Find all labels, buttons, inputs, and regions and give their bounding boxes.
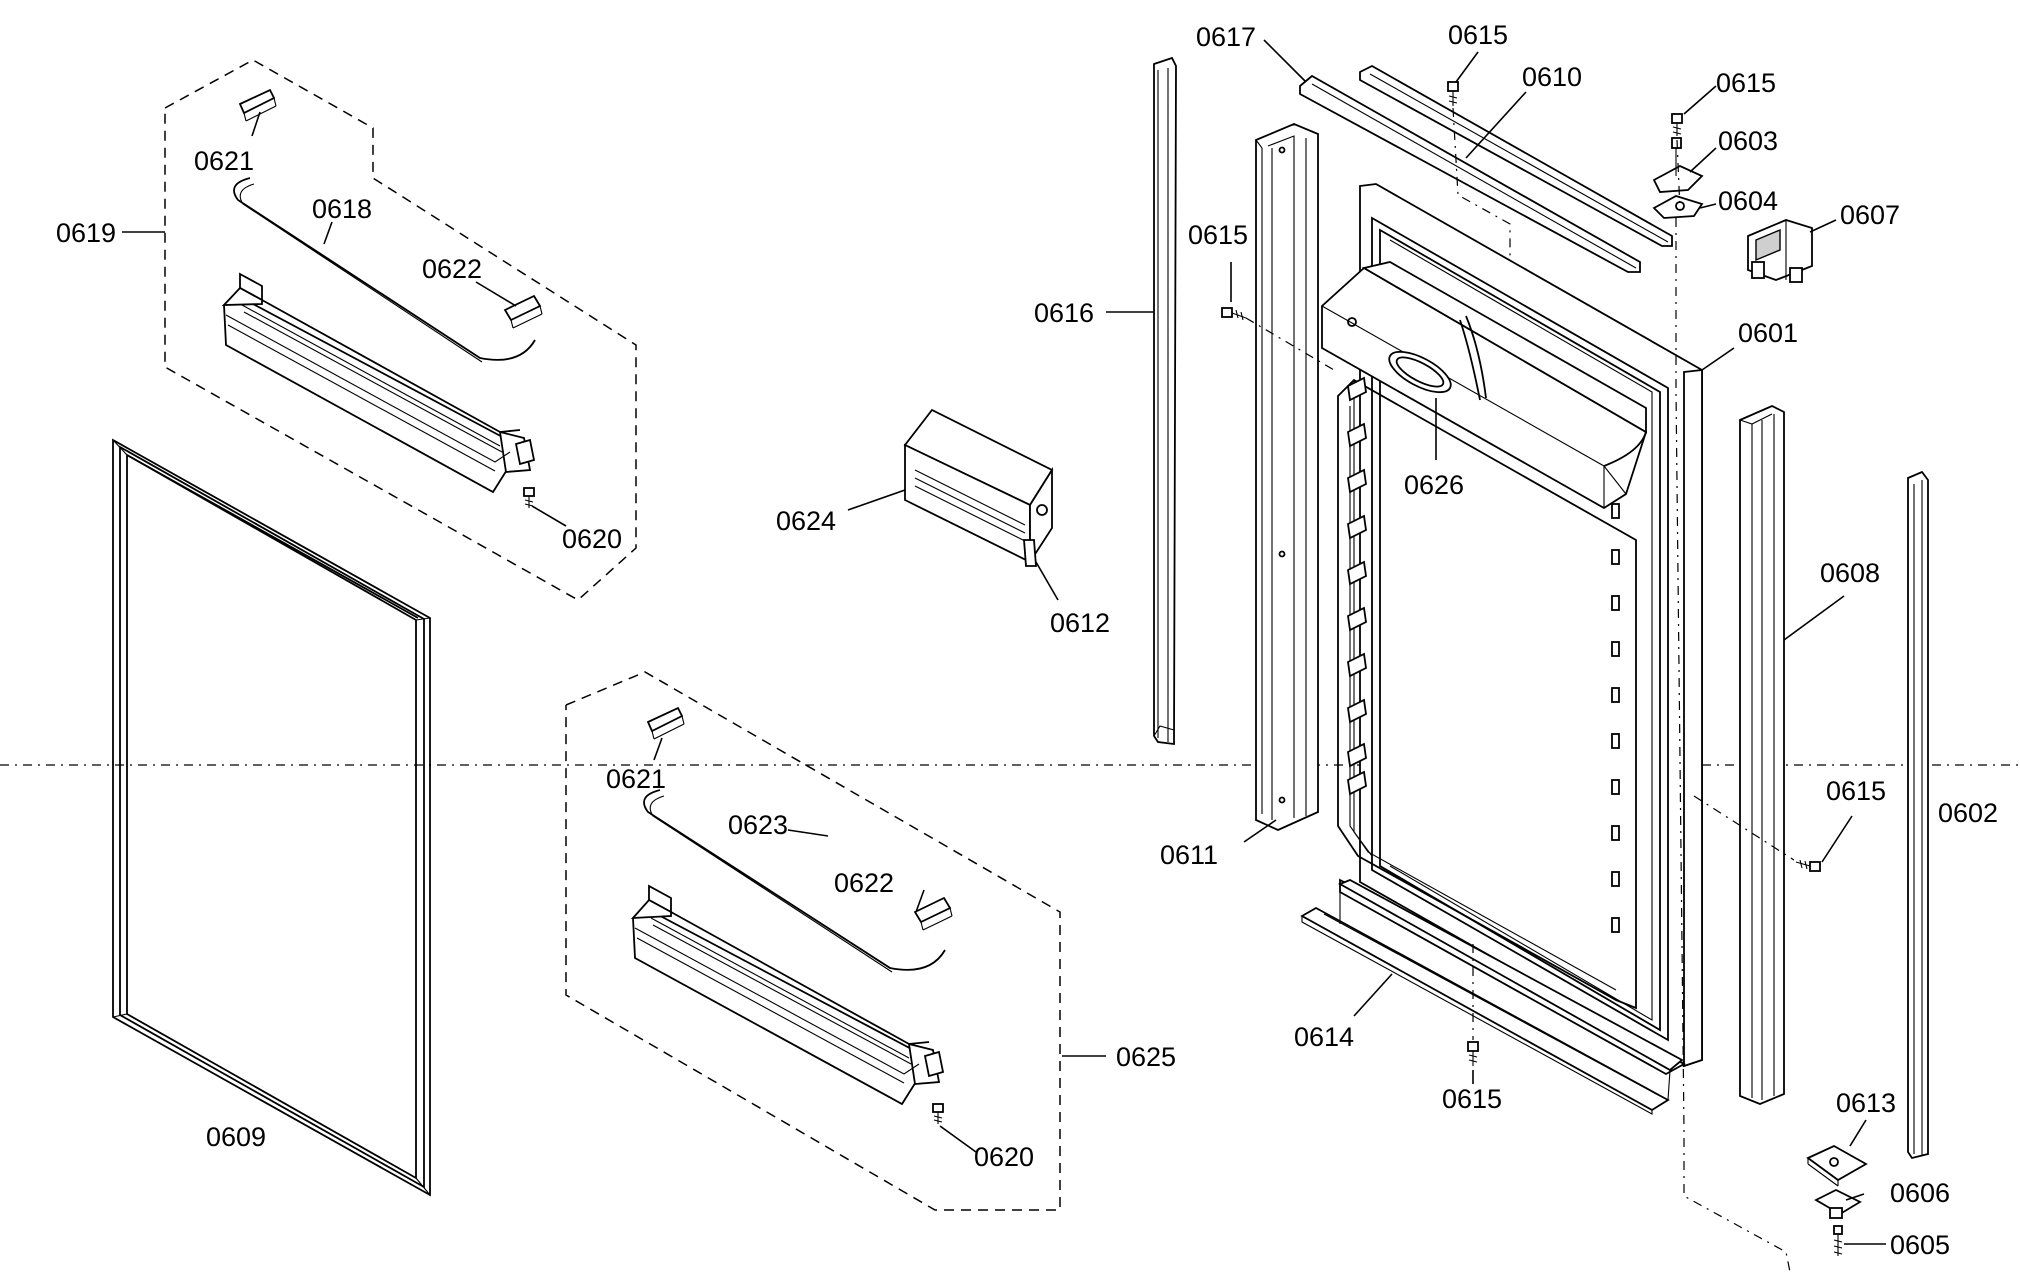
label-0613: 0613 [1836,1088,1896,1118]
screw-0615-left [1221,307,1247,321]
handle-0624 [903,408,1054,567]
label-0602: 0602 [1938,798,1998,828]
upper-shelf-group [164,59,637,601]
label-0611: 0611 [1160,840,1218,870]
label-0607: 0607 [1840,200,1900,230]
screw-0615-right [1795,859,1821,872]
screw-0620-lower [932,1103,944,1124]
hinge-cover-0607 [1747,219,1813,283]
screw-0605 [1833,1225,1843,1256]
label-0622-upper: 0622 [422,254,482,284]
label-0606: 0606 [1890,1178,1950,1208]
label-0621-lower: 0621 [606,764,666,794]
leader-lines [122,39,1886,1245]
clip-0621-lower [646,706,685,740]
label-0618: 0618 [312,194,372,224]
clip-0621-upper [238,88,277,122]
lower-shelf-group [565,671,1061,1211]
label-0603: 0603 [1718,126,1778,156]
label-0626: 0626 [1404,470,1464,500]
part-labels: 0601 0602 0603 0604 0605 0606 0607 0608 … [56,20,1998,1260]
hinge-0603 [1652,137,1704,193]
screw-0620-upper [523,487,535,508]
top-strip-0610 [1359,64,1673,247]
label-0616: 0616 [1034,298,1094,328]
label-0615-right: 0615 [1826,776,1886,806]
label-0615-hinge: 0615 [1716,68,1776,98]
hinge-bushing-0606 [1814,1188,1862,1219]
assembly-lines [1245,107,1795,1273]
side-profile-0611 [1255,123,1319,831]
strip-0616 [1153,56,1177,746]
label-0610: 0610 [1522,62,1582,92]
label-0615-top: 0615 [1448,20,1508,50]
label-0614: 0614 [1294,1022,1354,1052]
label-0622-lower: 0622 [834,868,894,898]
shelf-tray-lower [630,884,945,1106]
shelf-tray-upper [221,272,536,494]
frame-tabs-left [1347,376,1367,796]
label-0621-upper: 0621 [194,146,254,176]
label-0617: 0617 [1196,22,1256,52]
strip-0602 [1907,470,1929,1160]
label-0615-bottom: 0615 [1442,1084,1502,1114]
label-0624: 0624 [776,506,836,536]
clip-0622-upper [503,294,543,329]
door-frame-0601 [1321,183,1703,1076]
label-0605: 0605 [1890,1230,1950,1260]
hinge-plate-0604 [1652,195,1704,219]
label-0620-upper: 0620 [562,524,622,554]
screw-0615-hinge [1671,113,1683,136]
clip-0622-lower [913,896,953,931]
handle-strip-0612 [1023,539,1037,567]
screw-0615-bottom [1467,1041,1479,1066]
frame-tabs-right [1611,503,1620,933]
screw-0615-top [1447,81,1459,106]
label-0604: 0604 [1718,186,1778,216]
side-profile-0608 [1739,405,1785,1105]
rail-0618 [233,177,536,361]
label-0609: 0609 [206,1122,266,1152]
rail-0623 [643,789,946,971]
label-0619: 0619 [56,218,116,248]
door-gasket-0609 [112,438,431,1197]
label-0612: 0612 [1050,608,1110,638]
top-compartment-0626 [1321,261,1648,510]
label-0601: 0601 [1738,318,1798,348]
hinge-0613 [1806,1144,1868,1187]
label-0623: 0623 [728,810,788,840]
top-strip-0617 [1299,74,1641,273]
label-0615-left: 0615 [1188,220,1248,250]
bottom-strip-0614 [1300,879,1684,1115]
label-0608: 0608 [1820,558,1880,588]
label-0625: 0625 [1116,1042,1176,1072]
label-0620-lower: 0620 [974,1142,1034,1172]
